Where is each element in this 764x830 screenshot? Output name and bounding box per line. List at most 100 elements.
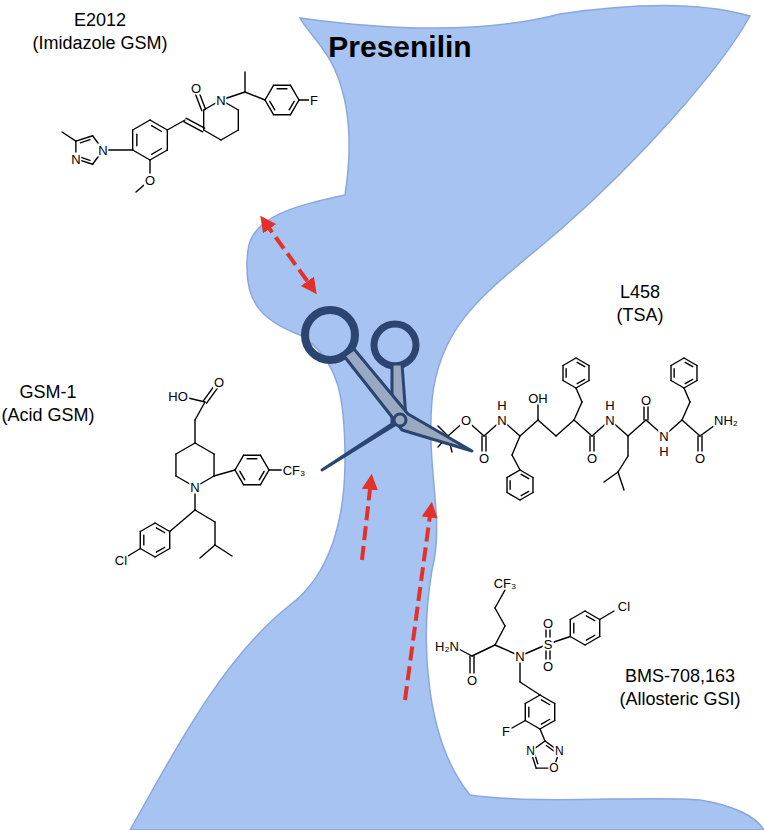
chemical-bond (520, 420, 538, 436)
chemical-bond (274, 114, 291, 115)
chemical-bond (277, 88, 287, 89)
atom-label: O (640, 394, 652, 407)
atom-label: N (604, 414, 615, 427)
atom-label: O (190, 82, 202, 95)
chemical-bond (80, 140, 90, 143)
chemical-bond (235, 455, 244, 470)
red-dashed-double-arrow (264, 221, 313, 289)
chemical-bond (495, 590, 505, 608)
atom-label: N (514, 650, 525, 663)
chemical-bond (150, 150, 167, 160)
chemical-bond (586, 616, 595, 621)
chemical-bond (155, 549, 170, 558)
compound-label: BMS-708,163 (625, 667, 735, 685)
chemical-bond (291, 100, 300, 115)
chemical-bond (512, 455, 520, 470)
atom-label: OH (527, 392, 549, 405)
chemical-bond (140, 549, 155, 558)
atom-label: N (554, 745, 565, 757)
chemical-bond (265, 85, 274, 100)
compound-label: (Imidazole GSM) (32, 34, 167, 52)
chemical-bond (265, 100, 274, 115)
chemical-bond (586, 635, 595, 640)
chemical-bond (541, 719, 550, 724)
chemical-bond (577, 362, 585, 366)
atom-label: H₂N (434, 640, 460, 653)
chemical-bond (541, 700, 550, 705)
atom-label: N (189, 481, 200, 494)
chemical-bond (194, 420, 195, 443)
red-dashed-arrow (405, 508, 431, 700)
chemical-bond (556, 420, 574, 436)
chemical-bond (128, 549, 140, 557)
chemical-bond (570, 611, 585, 620)
chemical-bond (509, 481, 510, 490)
atom-label: Cl (114, 554, 128, 567)
atom-label: S (543, 638, 554, 651)
chemical-bond (184, 122, 203, 132)
chemical-bond (472, 645, 495, 656)
chemical-bond (176, 443, 195, 454)
chemical-bond (167, 120, 185, 130)
chemical-bond (152, 149, 162, 155)
chemical-bond (204, 130, 221, 140)
chemical-bond (627, 436, 628, 456)
chemical-bond (576, 381, 589, 389)
atom-label: Cl (617, 600, 631, 613)
atom-label: H (604, 399, 615, 412)
chemical-bond (152, 126, 162, 132)
atom-label: N (525, 745, 536, 757)
chemical-bond (563, 381, 576, 389)
chemical-bond (528, 707, 529, 717)
chemical-bond (485, 436, 486, 452)
atom-label: H (496, 399, 507, 412)
atom-label: N (97, 144, 108, 157)
chemical-bond (696, 366, 697, 381)
chemical-bond (507, 470, 520, 478)
scissors-pivot (394, 414, 406, 426)
chemical-bond (682, 402, 690, 420)
chemical-bond (520, 470, 533, 478)
atom-label: O (548, 762, 559, 774)
chemical-bond (244, 72, 245, 92)
chemical-bond (585, 637, 600, 646)
chemical-bond (618, 456, 628, 472)
chemical-bond (562, 366, 563, 381)
chemical-bond (684, 381, 697, 389)
chemical-bond (214, 522, 215, 545)
chemical-bond (507, 493, 520, 501)
atom-label: O (213, 376, 225, 389)
chemical-bond (80, 157, 90, 160)
chemical-bond (175, 454, 176, 476)
chemical-bond (150, 120, 167, 130)
chemical-bond (469, 656, 470, 675)
chemical-bond (520, 682, 540, 695)
chemical-bond (289, 101, 294, 110)
scissors-blade (344, 349, 472, 451)
chemical-bond (628, 420, 646, 436)
atom-label: N (496, 414, 507, 427)
chemical-bond (576, 388, 582, 402)
chemical-bond (261, 470, 270, 485)
atom-label: CF₃ (493, 577, 518, 590)
chemical-bond (521, 491, 529, 495)
chemical-bond (588, 366, 589, 381)
chemical-bond (682, 420, 700, 436)
chemical-bond (671, 358, 684, 366)
chemical-bond (577, 379, 585, 383)
chemical-bond (244, 455, 261, 456)
compound-label: (TSA) (617, 306, 664, 324)
atom-label: HO (167, 390, 189, 403)
chemical-bond (537, 403, 538, 420)
red-dashed-arrow (362, 480, 371, 560)
chemical-bond (215, 545, 232, 556)
chemical-bond (155, 523, 170, 532)
chemical-bond (540, 729, 545, 741)
chemical-bond (169, 532, 170, 549)
atom-label: N (215, 94, 226, 107)
protein-region: Presenilin (328, 30, 471, 63)
chemical-bond (259, 471, 264, 480)
chemical-bond (684, 388, 690, 402)
chemical-bond (495, 626, 505, 645)
